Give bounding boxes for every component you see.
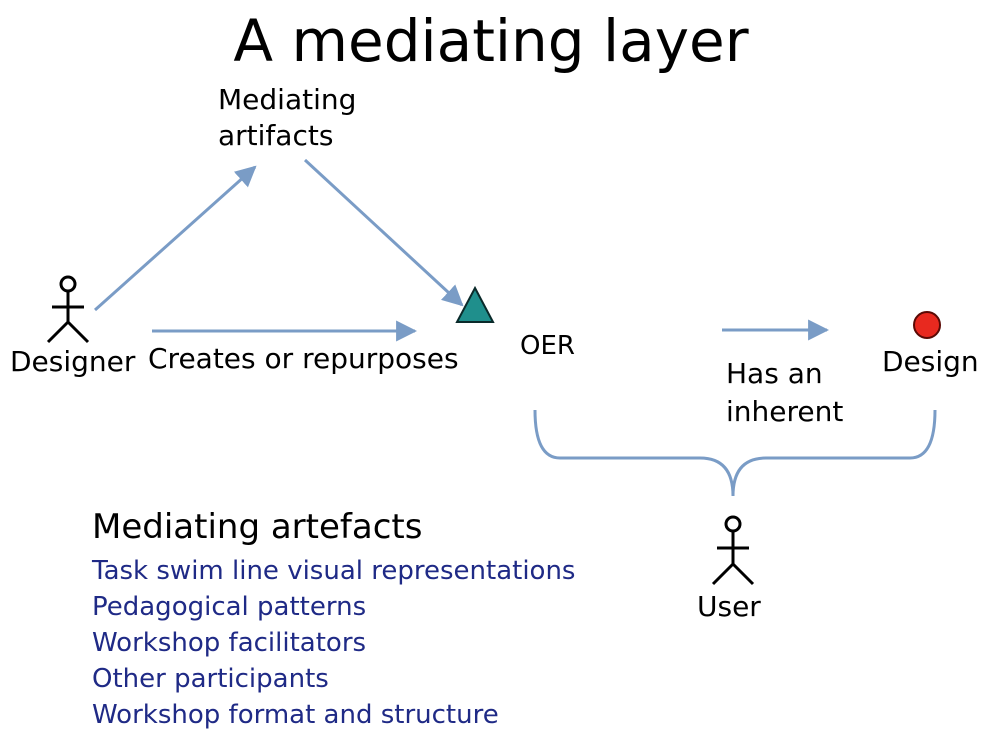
- user-bracket: [533, 409, 937, 497]
- designer-label: Designer: [10, 345, 136, 378]
- mediating-artefacts-list: Task swim line visual representations Pe…: [92, 553, 575, 733]
- arrow-artifacts-to-oer: [303, 158, 464, 307]
- mediating-artifacts-label: Mediating artifacts: [218, 83, 357, 152]
- arrow-designer-to-artifacts: [94, 165, 257, 312]
- list-item: Task swim line visual representations: [92, 556, 576, 586]
- mediating-artefacts-heading: Mediating artefacts: [92, 507, 423, 547]
- stick-figure-icon: [46, 275, 90, 344]
- oer-label: OER: [520, 331, 575, 361]
- circle-icon: [913, 311, 941, 339]
- list-item: Pedagogical patterns: [92, 592, 367, 622]
- stick-figure-icon: [711, 515, 755, 586]
- list-item: Workshop facilitators: [92, 628, 367, 658]
- triangle-icon: [455, 285, 495, 323]
- design-label: Design: [882, 345, 979, 378]
- has-an-inherent-label: Has an inherent: [726, 357, 844, 428]
- list-item: Other participants: [92, 664, 329, 694]
- page-title: A mediating layer: [233, 7, 749, 75]
- creates-or-repurposes-label: Creates or repurposes: [148, 342, 459, 375]
- user-label: User: [697, 590, 761, 623]
- list-item: Workshop format and structure: [92, 700, 499, 730]
